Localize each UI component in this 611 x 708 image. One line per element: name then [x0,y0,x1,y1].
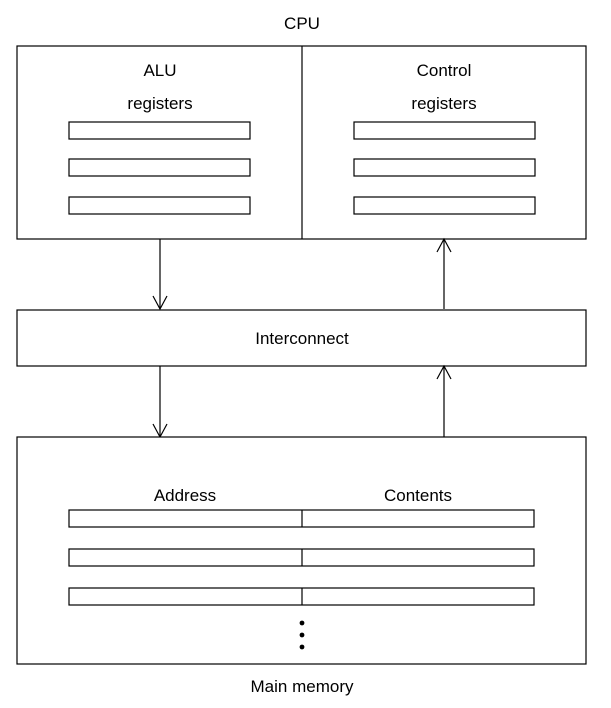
alu-register [68,196,251,215]
interconnect-label: Interconnect [255,329,349,348]
control-register [353,121,536,140]
main-memory-title: Main memory [251,677,354,696]
arrow-memory-to-interconnect [436,364,452,437]
memory-row [68,587,535,606]
alu-register [68,121,251,140]
cpu-title: CPU [284,14,320,33]
interconnect-box: Interconnect [16,309,587,367]
arrow-alu-to-interconnect [152,239,168,311]
alu-section: ALU registers [68,61,251,215]
control-label: Control [417,61,472,80]
memory-row [68,548,535,567]
alu-registers-label: registers [127,94,192,113]
control-section: Control registers [353,61,536,215]
contents-header: Contents [384,486,452,505]
control-register [353,196,536,215]
arrow-interconnect-to-memory [152,366,168,439]
control-registers-label: registers [411,94,476,113]
control-register [353,158,536,177]
address-header: Address [154,486,216,505]
memory-row [68,509,535,528]
arrow-interconnect-to-control [436,237,452,309]
alu-label: ALU [143,61,176,80]
main-memory-box: Address Contents [16,436,587,665]
alu-register [68,158,251,177]
continuation-dots [299,620,305,650]
